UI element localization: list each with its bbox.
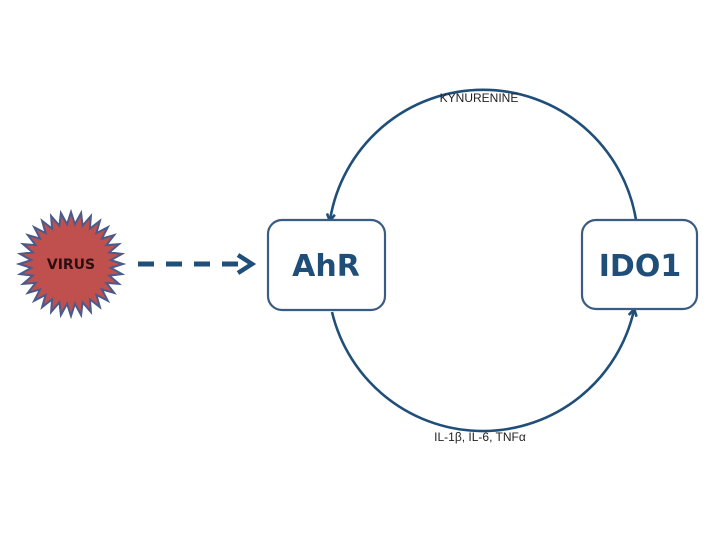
kynurenine-arc-arrow: [330, 88, 638, 220]
ido1-label: IDO1: [599, 249, 681, 284]
kynurenine-label: KYNURENINE: [440, 91, 519, 105]
ahr-node: AhR: [266, 218, 387, 312]
cytokines-arc-arrow: [330, 310, 634, 433]
virus-to-ahr-arrowhead-icon: [236, 253, 257, 275]
ido1-node: IDO1: [580, 218, 699, 311]
ahr-box: [266, 218, 387, 312]
virus-node: VIRUS: [15, 208, 127, 320]
virus-label: VIRUS: [47, 257, 95, 273]
ido1-box: [580, 218, 699, 311]
virus-starburst-icon: [15, 208, 127, 320]
cytokines-label: IL-1β, IL-6, TNFα: [434, 430, 526, 444]
ahr-label: AhR: [292, 249, 360, 284]
